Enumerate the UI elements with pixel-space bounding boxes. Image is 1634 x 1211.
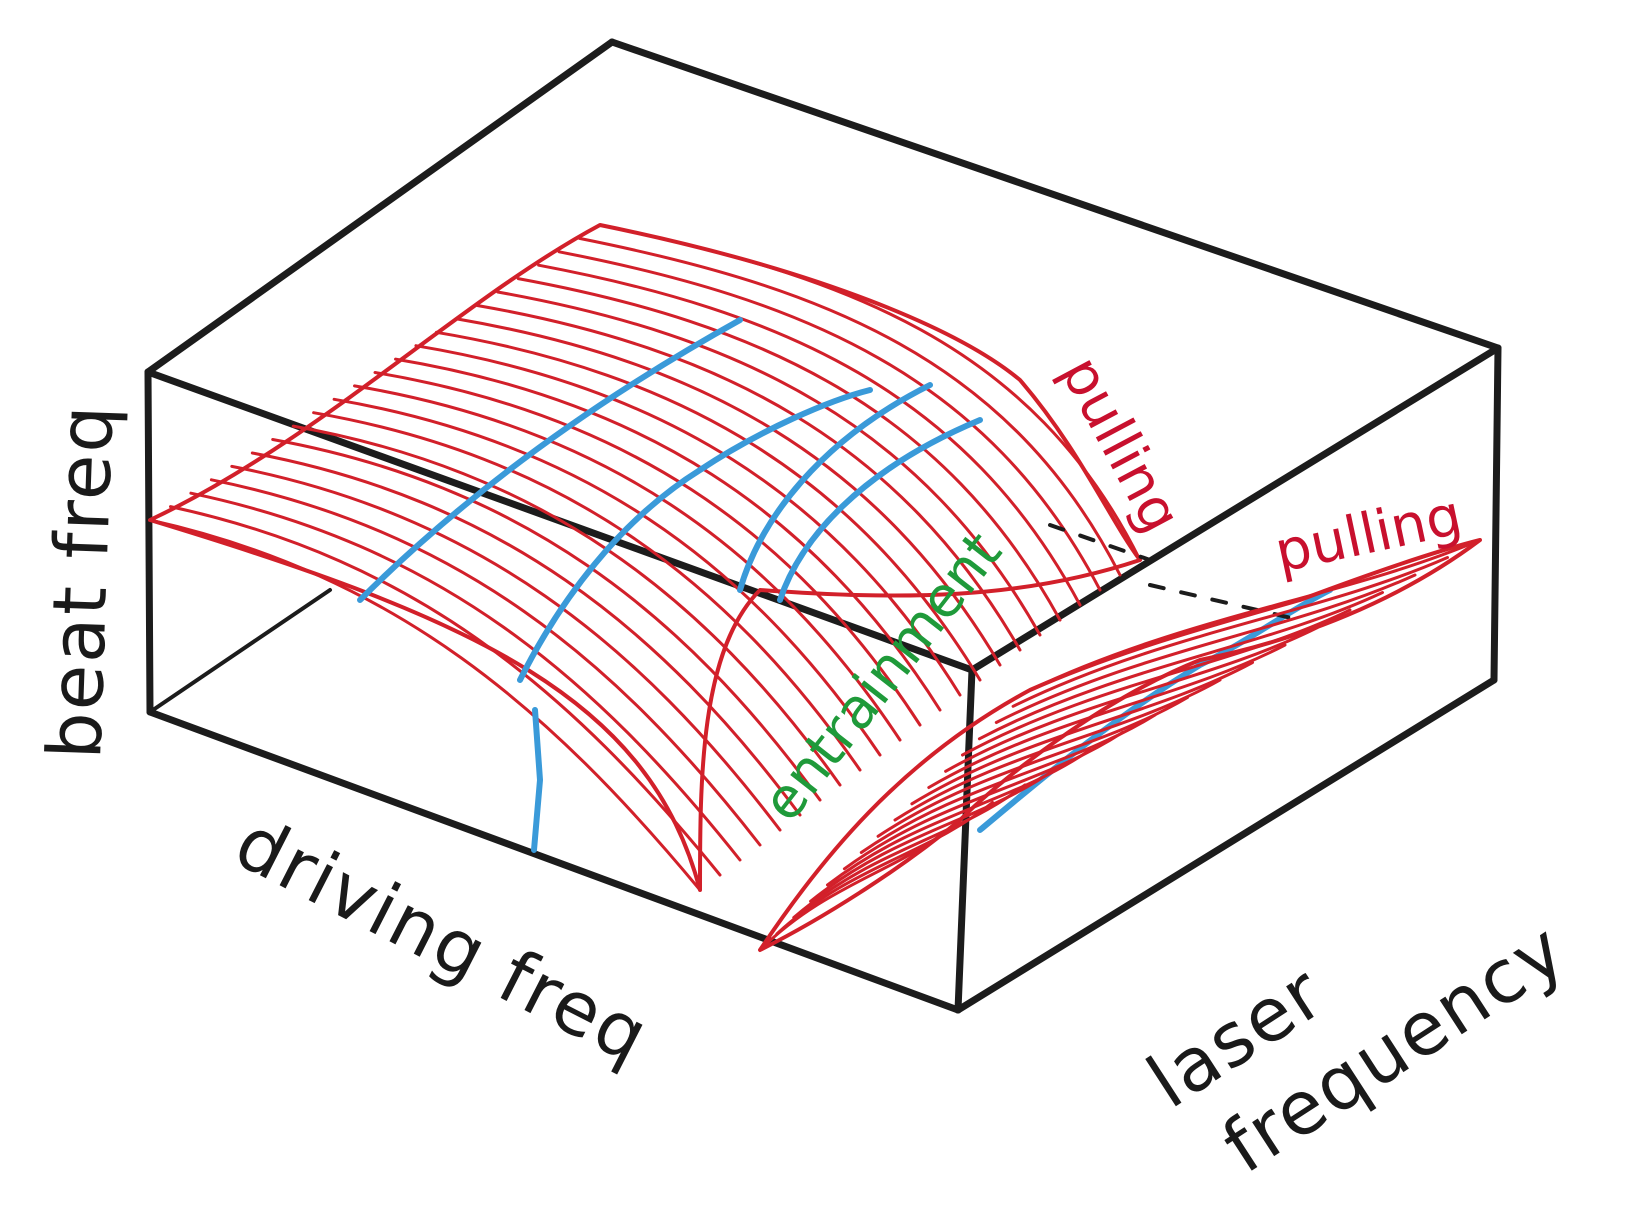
right-surface-contour-line	[977, 591, 1384, 741]
box-bottom-front-edge	[146, 708, 962, 1014]
surface-contour-line	[312, 411, 862, 772]
right-surface-contour-line	[758, 818, 962, 952]
surface-contour-line	[394, 357, 942, 712]
right-surface-contour-line	[826, 748, 1092, 887]
box-bottom-right-edge	[954, 676, 1498, 1014]
blue-line-right	[977, 587, 1333, 833]
dashed-markers	[1048, 523, 1302, 622]
surface-contour-line	[434, 330, 982, 682]
right-surface-contour-line	[927, 643, 1287, 789]
beat-freq-axis-label: beat freq	[32, 402, 130, 761]
right-response-surface	[758, 538, 1482, 952]
surface-contour-line	[373, 371, 922, 727]
blue-line-3	[737, 382, 933, 593]
right-surface-contour-line	[876, 696, 1189, 838]
right-surface-contour-line	[1011, 556, 1449, 708]
driving-freq-axis-label: driving freq	[222, 799, 663, 1080]
main-surface-outline	[148, 223, 1142, 892]
blue-line-2	[517, 387, 873, 683]
right-surface-contour-line	[1028, 538, 1482, 692]
blue-contour-lines	[357, 317, 1333, 853]
blue-line-1	[357, 317, 743, 603]
box-left-vertical-edge	[144, 368, 154, 716]
right-surface-contour-line	[893, 678, 1222, 822]
blue-line-drop	[531, 707, 544, 853]
surface-contour-line	[271, 438, 822, 802]
right-surface-contour-line	[910, 661, 1254, 806]
box-top-back-left-edge	[144, 38, 616, 376]
right-surface-contour-line	[994, 573, 1417, 724]
surface-contour-line	[230, 464, 782, 832]
surface-contour-line	[496, 290, 1042, 637]
surface-contour-line	[250, 451, 802, 817]
right-surface-outline	[758, 538, 1482, 952]
right-surface-contour-line	[944, 626, 1319, 773]
right-surface-contour-line	[859, 713, 1157, 854]
box-top-back-edge	[608, 38, 1502, 352]
surface-contour-line	[516, 277, 1062, 622]
surface-contour-line	[537, 263, 1082, 607]
box-front-vertical-edge	[954, 666, 976, 1014]
surface-contour-line	[189, 491, 742, 862]
surface-contour-line	[148, 518, 702, 892]
box-bottom-back-edge	[148, 588, 332, 714]
surface-contour-line	[332, 397, 882, 757]
blue-line-4	[777, 417, 983, 603]
surface-contour-line	[578, 236, 1122, 577]
surface-contour-line	[414, 344, 962, 697]
box-right-vertical-edge	[1490, 344, 1502, 684]
surface-contour-line	[209, 478, 762, 847]
surface-contour-line	[557, 250, 1102, 592]
right-surface-contour-line	[809, 766, 1059, 903]
surface-contour-line	[353, 384, 902, 742]
